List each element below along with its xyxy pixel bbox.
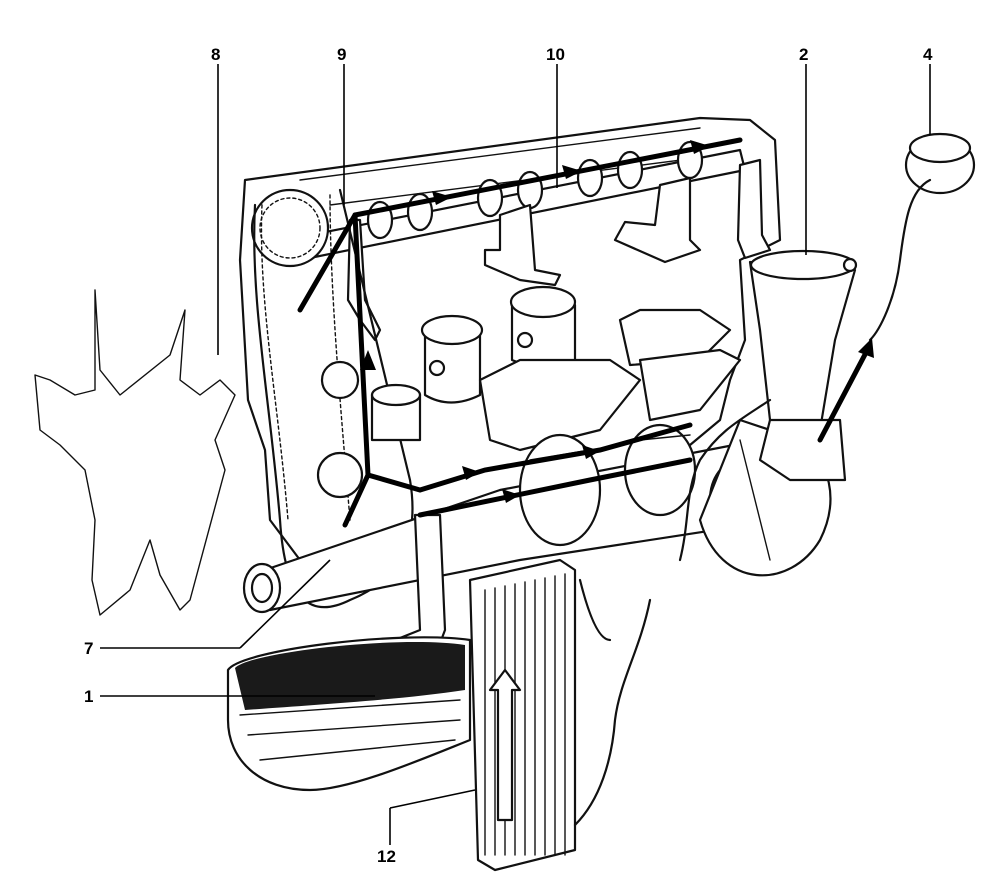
- callout-label: 12: [377, 847, 396, 866]
- callout-label: 1: [84, 687, 93, 706]
- oil-pressure-sender: [868, 132, 976, 342]
- callout-7: 7: [84, 559, 331, 658]
- callout-1: 1: [84, 687, 375, 706]
- cooling-fan: [34, 289, 236, 616]
- cam-bearing-pillars: [346, 158, 772, 342]
- callout-label: 2: [799, 45, 808, 64]
- callout-label: 7: [84, 639, 93, 658]
- callout-8: 8: [211, 45, 220, 355]
- timing-gear-and-chain: [250, 188, 414, 609]
- callout-label: 8: [211, 45, 220, 64]
- callout-label: 9: [337, 45, 346, 64]
- oil-cooler: [468, 558, 577, 872]
- callout-10: 10: [546, 45, 565, 188]
- callout-2: 2: [799, 45, 808, 255]
- oil-cooler-lines: [573, 398, 772, 827]
- oil-sump: [226, 636, 472, 792]
- pistons: [370, 285, 732, 442]
- oil-filter: [748, 249, 858, 482]
- callout-9: 9: [337, 45, 346, 205]
- callout-label: 4: [923, 45, 933, 64]
- callout-4: 4: [923, 45, 933, 135]
- connecting-rods: [478, 348, 742, 452]
- callout-12: 12: [377, 789, 476, 866]
- callout-label: 10: [546, 45, 565, 64]
- oil-flow-arrows: [297, 137, 874, 528]
